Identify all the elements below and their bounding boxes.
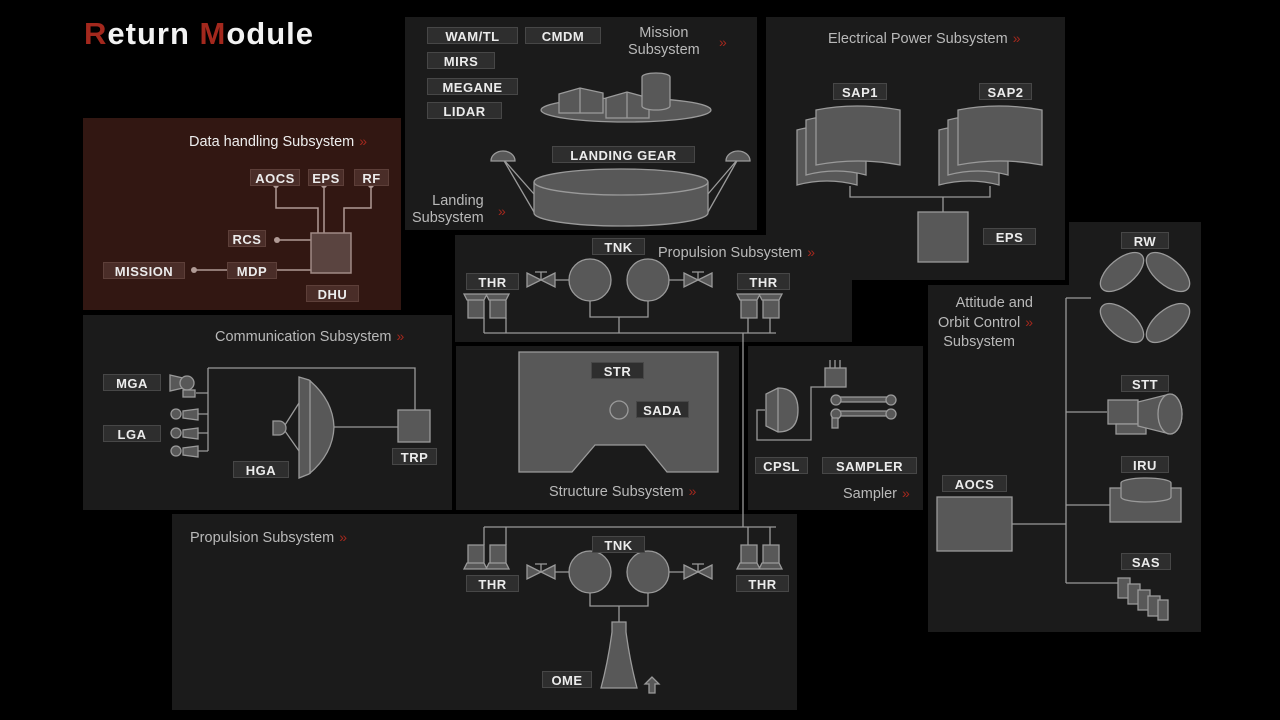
title-text: eturn <box>107 16 200 51</box>
title-text: Mission <box>639 25 689 41</box>
data-handling-title[interactable]: Data handling Subsystem» <box>189 133 367 151</box>
label-aocs: AOCS <box>250 169 300 186</box>
chevron-right-icon: » <box>1025 314 1033 330</box>
label-thr-left: THR <box>466 575 519 592</box>
chevron-right-icon: » <box>339 529 348 545</box>
title-text: Structure Subsystem <box>549 484 684 500</box>
label-sap1: SAP1 <box>833 83 887 100</box>
mission-chevron: » <box>714 34 727 52</box>
title-text: Landing <box>432 193 484 209</box>
label-wamtl: WAM/TL <box>427 27 518 44</box>
label-mdp: MDP <box>227 262 277 279</box>
label-thr-right: THR <box>737 273 790 290</box>
landing-chevron: » <box>493 203 506 221</box>
label-megane: MEGANE <box>427 78 518 95</box>
label-lidar: LIDAR <box>427 102 502 119</box>
sap2-array <box>938 105 1043 186</box>
label-tnk: TNK <box>592 536 645 553</box>
label-sada: SADA <box>636 401 689 418</box>
propulsion-bottom-title[interactable]: Propulsion Subsystem» <box>190 529 347 547</box>
propulsion-top-title[interactable]: Propulsion Subsystem» <box>658 244 815 262</box>
reaction-wheels <box>1099 251 1191 344</box>
electrical-power-title[interactable]: Electrical Power Subsystem» <box>828 30 1021 48</box>
title-text: Electrical Power Subsystem <box>828 31 1008 47</box>
sas-sensors <box>1117 577 1169 621</box>
hga-dish <box>298 376 335 479</box>
thrust-arrow-icon <box>643 676 661 694</box>
label-dhu: DHU <box>306 285 359 302</box>
sap1-array <box>796 105 901 186</box>
chevron-right-icon: » <box>1012 30 1021 46</box>
title-initial-r: R <box>84 16 108 51</box>
label-aocs-unit: AOCS <box>942 475 1007 492</box>
title-text: Propulsion Subsystem <box>658 245 803 261</box>
label-rcs: RCS <box>228 230 266 247</box>
label-ome: OME <box>542 671 592 688</box>
title-text: Subsystem <box>628 42 700 58</box>
chevron-right-icon: » <box>396 328 405 344</box>
title-text: Attitude and <box>955 295 1033 311</box>
label-landing-gear: LANDING GEAR <box>552 146 695 163</box>
label-sap2: SAP2 <box>979 83 1032 100</box>
title-text: Orbit Control <box>938 315 1021 331</box>
title-text: Propulsion Subsystem <box>190 530 335 546</box>
label-iru: IRU <box>1121 456 1169 473</box>
label-thr-left: THR <box>466 273 519 290</box>
label-eps: EPS <box>983 228 1036 245</box>
trp-unit <box>397 409 431 443</box>
label-cmdm: CMDM <box>525 27 601 44</box>
label-lga: LGA <box>103 425 161 442</box>
label-mirs: MIRS <box>427 52 495 69</box>
label-stt: STT <box>1121 375 1169 392</box>
label-sampler: SAMPLER <box>822 457 917 474</box>
label-mga: MGA <box>103 374 161 391</box>
title-text: Subsystem <box>943 334 1015 350</box>
label-eps: EPS <box>308 169 344 186</box>
title-initial-m: M <box>199 16 227 51</box>
label-cpsl: CPSL <box>755 457 808 474</box>
chevron-right-icon: » <box>498 203 506 219</box>
label-mission: MISSION <box>103 262 185 279</box>
title-text: Sampler <box>843 486 897 502</box>
chevron-right-icon: » <box>807 244 816 260</box>
chevron-right-icon: » <box>688 483 697 499</box>
dhu-unit <box>310 232 352 274</box>
eps-unit <box>917 211 969 263</box>
label-str: STR <box>591 362 644 379</box>
chevron-right-icon: » <box>359 133 368 149</box>
aocs-unit <box>936 496 1013 552</box>
title-text: Communication Subsystem <box>215 329 392 345</box>
structure-title[interactable]: Structure Subsystem» <box>549 483 696 501</box>
label-trp: TRP <box>392 448 437 465</box>
title-text: Data handling Subsystem <box>189 134 355 150</box>
landing-gear-body <box>533 168 709 227</box>
label-rw: RW <box>1121 232 1169 249</box>
page-title: Return Module <box>84 16 314 52</box>
title-text: odule <box>226 16 315 51</box>
title-text: Subsystem <box>412 210 484 226</box>
chevron-right-icon: » <box>902 485 910 501</box>
label-sas: SAS <box>1121 553 1171 570</box>
label-thr-right: THR <box>736 575 789 592</box>
label-rf: RF <box>354 169 389 186</box>
ome-nozzle <box>600 621 638 689</box>
label-tnk: TNK <box>592 238 645 255</box>
sampler-title[interactable]: Sampler » <box>843 485 910 503</box>
communication-title[interactable]: Communication Subsystem» <box>215 328 404 346</box>
dhu-wiring <box>194 185 372 271</box>
chevron-right-icon: » <box>719 34 727 50</box>
label-hga: HGA <box>233 461 289 478</box>
